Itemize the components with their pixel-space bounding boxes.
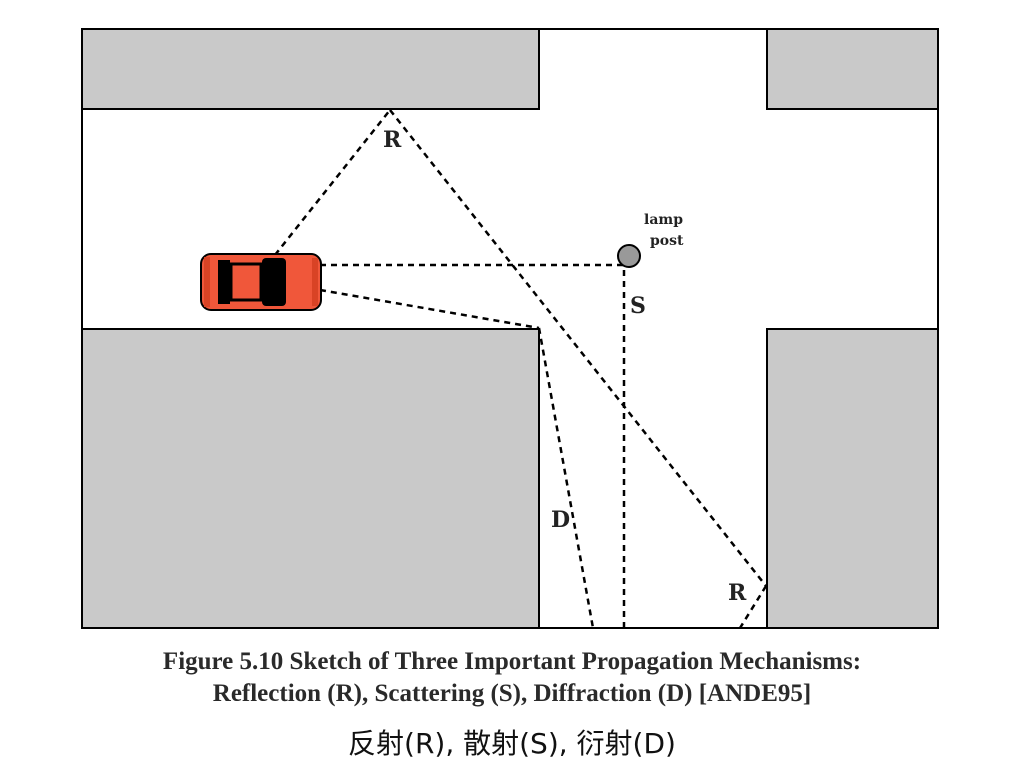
lamp-label-line1: lamp — [644, 212, 683, 228]
scattering-label: S — [630, 293, 646, 319]
chinese-caption: 反射(R), 散射(S), 衍射(D) — [348, 727, 676, 760]
diffraction-label: D — [551, 507, 570, 533]
building-top-left — [81, 28, 540, 110]
reflection-path-1 — [274, 109, 391, 256]
diffraction-path-2 — [537, 327, 595, 629]
diffraction-path-1 — [319, 288, 540, 330]
building-bottom-left — [81, 328, 540, 629]
building-top-right — [766, 28, 939, 110]
reflection-path-2 — [389, 109, 767, 587]
reflection-label-bottom: R — [728, 580, 747, 606]
reflection-label-top: R — [383, 127, 402, 153]
car-icon — [200, 253, 322, 311]
figure-caption-line1: Figure 5.10 Sketch of Three Important Pr… — [162, 648, 862, 675]
figure-caption-line2: Reflection (R), Scattering (S), Diffract… — [212, 680, 812, 707]
propagation-diagram: R R S D lamp post — [81, 28, 939, 629]
lamp-label-line2: post — [650, 233, 684, 249]
building-bottom-right — [766, 328, 939, 629]
lamp-post-icon — [617, 244, 641, 268]
reflection-path-3 — [738, 585, 768, 629]
